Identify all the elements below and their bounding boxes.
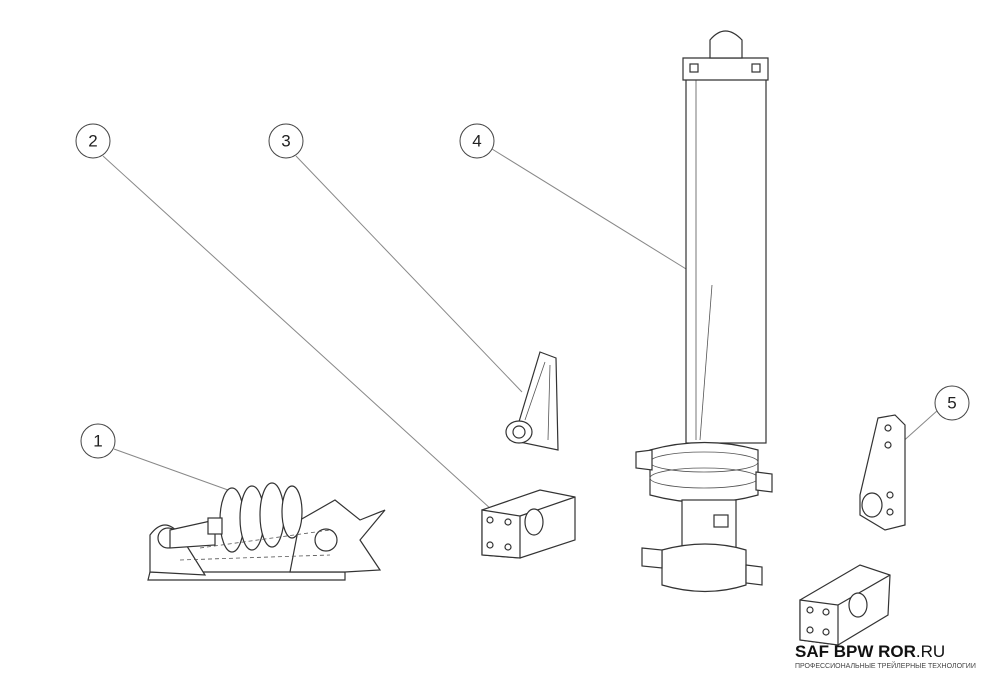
leader-3 [295,155,523,393]
leader-2 [102,155,493,511]
svg-text:1: 1 [93,432,102,451]
logo-tagline: ПРОФЕССИОНАЛЬНЫЕ ТРЕЙЛЕРНЫЕ ТЕХНОЛОГИИ [795,663,976,670]
svg-text:4: 4 [472,132,481,151]
part-3-gusset [505,351,559,451]
svg-text:5: 5 [947,394,956,413]
callout-2: 2 [75,123,111,159]
part-1-spring-assembly [147,482,386,581]
callout-5: 5 [934,385,970,421]
svg-text:2: 2 [88,132,97,151]
callout-3: 3 [268,123,304,159]
leader-1 [113,448,229,491]
part-2-bracket [481,489,576,559]
logo-domain: .RU [915,642,946,661]
part-5-brackets [799,414,906,646]
leader-4 [491,148,713,286]
part-4-telescopic-cylinder [635,30,773,593]
svg-text:3: 3 [281,132,290,151]
callout-4: 4 [459,123,495,159]
logo-brand: SAF BPW ROR [795,642,916,661]
callout-1: 1 [80,423,116,459]
brand-logo: SAF BPW ROR.RU ПРОФЕССИОНАЛЬНЫЕ ТРЕЙЛЕРН… [795,642,976,670]
logo-title: SAF BPW ROR.RU [795,642,976,662]
